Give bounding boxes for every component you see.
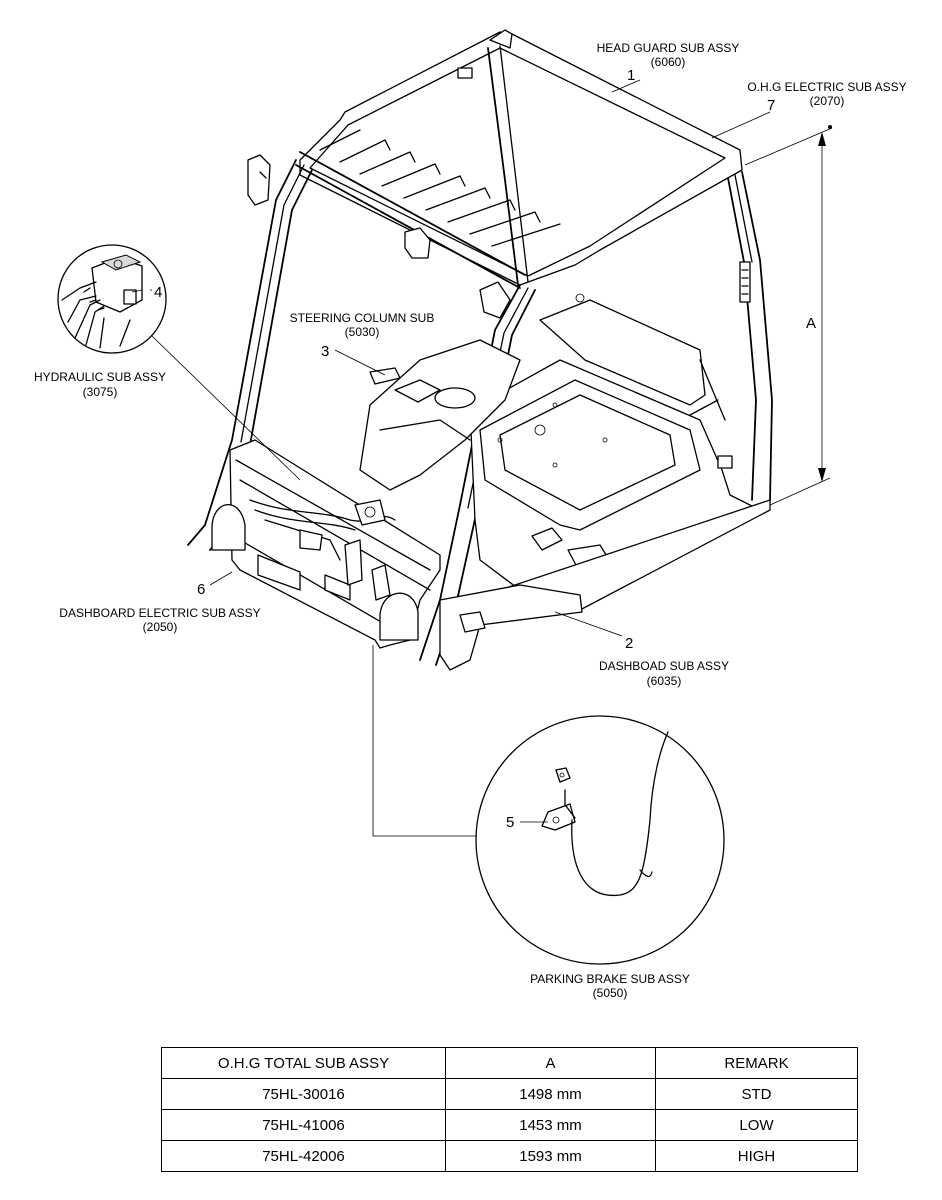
cell-part-number: 75HL-42006 <box>161 1140 446 1172</box>
cell-dimension-a: 1498 mm <box>445 1078 656 1110</box>
cell-part-number: 75HL-41006 <box>161 1109 446 1141</box>
exploded-assembly-drawing: A <box>34 29 907 1000</box>
spec-table: O.H.G TOTAL SUB ASSY A REMARK 75HL-30016… <box>161 1047 858 1172</box>
callout-4: 4 HYDRAULIC SUB ASSY (3075) <box>34 284 166 399</box>
svg-text:PARKING BRAKE SUB ASSY: PARKING BRAKE SUB ASSY <box>530 972 690 986</box>
dimension-a-label: A <box>806 315 816 332</box>
callout-5: 5 PARKING BRAKE SUB ASSY (5050) <box>506 814 690 1000</box>
header-a: A <box>445 1047 656 1079</box>
svg-text:(2050): (2050) <box>143 620 178 634</box>
svg-text:7: 7 <box>767 97 775 114</box>
table-row: 75HL-41006 1453 mm LOW <box>161 1109 858 1141</box>
leader-lines <box>131 79 771 823</box>
hydraulic-detail-view <box>57 244 301 481</box>
table-row: 75HL-30016 1498 mm STD <box>161 1078 858 1110</box>
dashboard-panel <box>211 439 583 671</box>
header-remark: REMARK <box>655 1047 858 1079</box>
rear-pillars <box>487 45 773 511</box>
svg-text:1: 1 <box>627 67 635 84</box>
cell-dimension-a: 1453 mm <box>445 1109 656 1141</box>
svg-text:(3075): (3075) <box>83 385 118 399</box>
parking-brake-detail-view <box>372 645 725 965</box>
cell-remark: LOW <box>655 1109 858 1141</box>
svg-text:HEAD GUARD SUB ASSY: HEAD GUARD SUB ASSY <box>597 41 740 55</box>
svg-text:(5050): (5050) <box>593 986 628 1000</box>
svg-text:(6035): (6035) <box>647 674 682 688</box>
svg-text:4: 4 <box>154 284 162 301</box>
cell-remark: HIGH <box>655 1140 858 1172</box>
svg-text:O.H.G ELECTRIC SUB ASSY: O.H.G ELECTRIC SUB ASSY <box>747 80 906 94</box>
svg-text:5: 5 <box>506 814 514 831</box>
truck-frame <box>359 227 771 611</box>
svg-text:DASHBOARD ELECTRIC SUB ASSY: DASHBOARD ELECTRIC SUB ASSY <box>59 606 260 620</box>
svg-text:DASHBOAD SUB ASSY: DASHBOAD SUB ASSY <box>599 659 729 673</box>
cell-dimension-a: 1593 mm <box>445 1140 656 1172</box>
svg-text:(6060): (6060) <box>651 55 686 69</box>
header-ohg-total-sub-assy: O.H.G TOTAL SUB ASSY <box>161 1047 446 1079</box>
svg-text:2: 2 <box>625 635 633 652</box>
dimension-a: A <box>744 125 833 506</box>
callout-1: 1 HEAD GUARD SUB ASSY (6060) <box>597 41 740 84</box>
head-guard-canopy <box>295 29 743 289</box>
callout-2: 2 DASHBOAD SUB ASSY (6035) <box>599 635 729 688</box>
svg-text:(2070): (2070) <box>810 94 845 108</box>
callout-6: 6 DASHBOARD ELECTRIC SUB ASSY (2050) <box>59 581 260 634</box>
table-header-row: O.H.G TOTAL SUB ASSY A REMARK <box>161 1047 858 1079</box>
svg-text:HYDRAULIC SUB ASSY: HYDRAULIC SUB ASSY <box>34 370 166 384</box>
svg-text:STEERING COLUMN SUB: STEERING COLUMN SUB <box>290 311 435 325</box>
svg-text:3: 3 <box>321 343 329 360</box>
cell-part-number: 75HL-30016 <box>161 1078 446 1110</box>
cell-remark: STD <box>655 1078 858 1110</box>
callout-7: 7 O.H.G ELECTRIC SUB ASSY (2070) <box>747 80 906 114</box>
svg-text:6: 6 <box>197 581 205 598</box>
callout-3: 3 STEERING COLUMN SUB (5030) <box>290 311 435 360</box>
svg-text:(5030): (5030) <box>345 325 380 339</box>
table-row: 75HL-42006 1593 mm HIGH <box>161 1140 858 1172</box>
